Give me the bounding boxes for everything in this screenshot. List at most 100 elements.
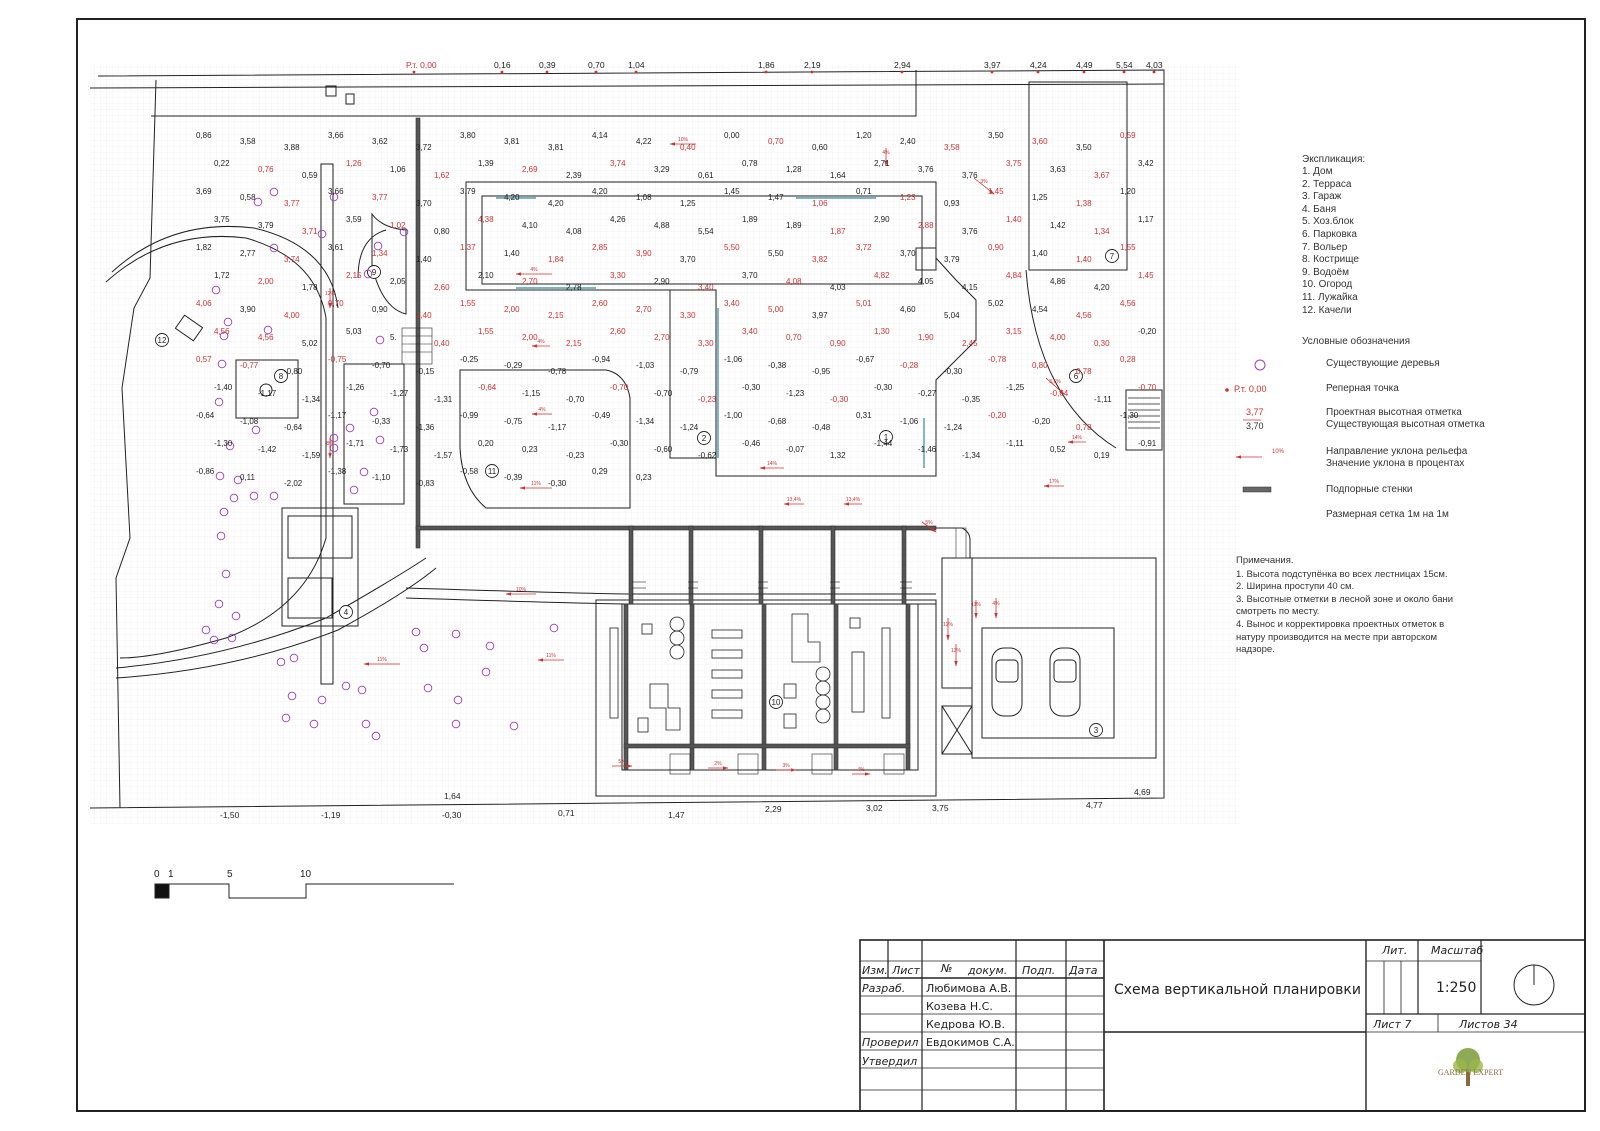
spot-elevation: -1,57 bbox=[434, 451, 453, 460]
tree-symbol bbox=[269, 491, 279, 501]
explication-item: 4. Баня bbox=[1302, 203, 1337, 215]
spot-elevation: 4,38 bbox=[478, 215, 494, 224]
spot-elevation: -0,94 bbox=[592, 355, 611, 364]
zone-marker-circle bbox=[1069, 369, 1083, 383]
spot-elevation: 4,08 bbox=[786, 277, 802, 286]
top-elevation-mark: 0,39 bbox=[539, 60, 556, 70]
spot-elevation: -0,30 bbox=[742, 383, 761, 392]
zone-number: 7 bbox=[1110, 252, 1115, 261]
spot-elevation: -0,77 bbox=[240, 361, 259, 370]
spot-elevation: 1,20 bbox=[1120, 187, 1136, 196]
tree-symbol bbox=[217, 359, 227, 369]
spot-dot bbox=[1122, 70, 1126, 74]
zone-number: 3 bbox=[1094, 726, 1099, 735]
spot-elevation: 3,67 bbox=[1094, 171, 1110, 180]
spot-elevation: 3,30 bbox=[610, 271, 626, 280]
spot-elevation: 0,58 bbox=[240, 193, 256, 202]
spot-elevation: -0,64 bbox=[284, 423, 303, 432]
tree-symbol bbox=[317, 229, 327, 239]
existing-trees bbox=[201, 187, 559, 741]
spot-elevation: 4,60 bbox=[900, 305, 916, 314]
spot-elevation: 2,90 bbox=[654, 277, 670, 286]
spot-elevation: 3,42 bbox=[1138, 159, 1154, 168]
title-block-lines bbox=[859, 939, 1586, 1112]
tree-symbol bbox=[361, 719, 371, 729]
note-line: 3. Высотные отметки в лесной зоне и окол… bbox=[1236, 593, 1454, 605]
spot-elevation: 2,70 bbox=[522, 277, 538, 286]
spot-dot bbox=[1082, 70, 1086, 74]
spot-elevation: 4,54 bbox=[1032, 305, 1048, 314]
explication-item: 12. Качели bbox=[1302, 304, 1352, 316]
legend-elev-bottom: 3,70 bbox=[1246, 421, 1264, 431]
tb-header-izm: Изм. bbox=[862, 964, 888, 977]
spot-elevation: 3,66 bbox=[328, 187, 344, 196]
bottom-elevation-mark: 3,02 bbox=[866, 803, 883, 813]
spot-elevation: 1,06 bbox=[812, 199, 828, 208]
spot-elevation: 1,45 bbox=[988, 187, 1004, 196]
spot-elevation: -0,28 bbox=[900, 361, 919, 370]
top-elevation-mark: 2,94 bbox=[894, 60, 911, 70]
tb-sheets: Листов 34 bbox=[1459, 1018, 1518, 1031]
spot-elevation: -1,06 bbox=[724, 355, 743, 364]
spot-elevation: 1,90 bbox=[918, 333, 934, 342]
tree-symbol bbox=[233, 475, 243, 485]
spot-elevation: -0,29 bbox=[504, 361, 523, 370]
tree-symbol bbox=[419, 643, 429, 653]
spot-elevation: -0,78 bbox=[548, 367, 567, 376]
slope-arrow bbox=[921, 521, 937, 533]
spot-elevation: 1,08 bbox=[636, 193, 652, 202]
spot-elevation: 0,70 bbox=[328, 299, 344, 308]
spot-elevation: 0,29 bbox=[592, 467, 608, 476]
spot-elevation: 2,77 bbox=[240, 249, 256, 258]
scale-label-10: 10 bbox=[300, 869, 312, 880]
zone-marker-circle bbox=[485, 464, 499, 478]
spot-elevation: 3,79 bbox=[944, 255, 960, 264]
spot-elevation: 3,90 bbox=[636, 249, 652, 258]
spot-elevation: 3,80 bbox=[460, 131, 476, 140]
spot-elevation: 1,34 bbox=[1094, 227, 1110, 236]
spot-elevation: -0,07 bbox=[786, 445, 805, 454]
scale-label-0: 0 bbox=[154, 869, 160, 880]
spot-elevation: 1,55 bbox=[460, 299, 476, 308]
spot-elevation: -0,83 bbox=[416, 479, 435, 488]
spot-elevation: 2,90 bbox=[874, 215, 890, 224]
tb-scale-value: 1:250 bbox=[1436, 980, 1477, 996]
spot-elevation: 1,55 bbox=[1120, 243, 1136, 252]
tree-symbol bbox=[375, 335, 385, 345]
zone-marker-circle bbox=[367, 265, 381, 279]
retaining-walls bbox=[415, 117, 967, 771]
spot-elevation: -1,30 bbox=[214, 439, 233, 448]
tree-symbol bbox=[309, 719, 319, 729]
spot-elevation: 0,90 bbox=[830, 339, 846, 348]
tree-symbol bbox=[263, 325, 273, 335]
spot-elevation: 3,75 bbox=[1006, 159, 1022, 168]
spot-elevation: 0,93 bbox=[944, 199, 960, 208]
spot-elevation: -0,70 bbox=[654, 389, 673, 398]
spot-elevation: -1,30 bbox=[1120, 411, 1139, 420]
spot-elevation: 3,30 bbox=[698, 339, 714, 348]
bottom-elevation-mark: 1,47 bbox=[668, 810, 685, 820]
spot-elevation: 0,90 bbox=[372, 305, 388, 314]
tree-symbol bbox=[214, 397, 224, 407]
tree-symbol bbox=[276, 657, 286, 667]
spot-elevation: -1,44 bbox=[874, 439, 893, 448]
bottom-elevation-mark: 4,77 bbox=[1086, 800, 1103, 810]
spot-elevation: -0,46 bbox=[742, 439, 761, 448]
slope-label: 2% bbox=[714, 761, 722, 767]
spot-elevation: 2,15 bbox=[548, 311, 564, 320]
spot-elevation: 3,40 bbox=[698, 283, 714, 292]
spot-elevation: 0,57 bbox=[196, 355, 212, 364]
notes-block: Примечания. 1. Высота подступёнка во все… bbox=[1236, 555, 1486, 657]
spot-elevation: -1,11 bbox=[1006, 439, 1024, 448]
bottom-elevation-mark: 2,29 bbox=[765, 804, 782, 814]
spot-elevation: 1,32 bbox=[830, 451, 846, 460]
spot-elevation: -0,49 bbox=[592, 411, 611, 420]
spot-elevation: 3,62 bbox=[372, 137, 388, 146]
note-line: смотреть по месту. bbox=[1236, 606, 1320, 618]
tree-symbol bbox=[227, 633, 237, 643]
bottom-elevation-mark: -1,19 bbox=[321, 810, 341, 820]
spot-elevation: 4,05 bbox=[918, 277, 934, 286]
spot-elevation: 4,20 bbox=[504, 193, 520, 202]
spot-elevation: 4,56 bbox=[1120, 299, 1136, 308]
spot-elevation: -0,91 bbox=[1138, 439, 1157, 448]
